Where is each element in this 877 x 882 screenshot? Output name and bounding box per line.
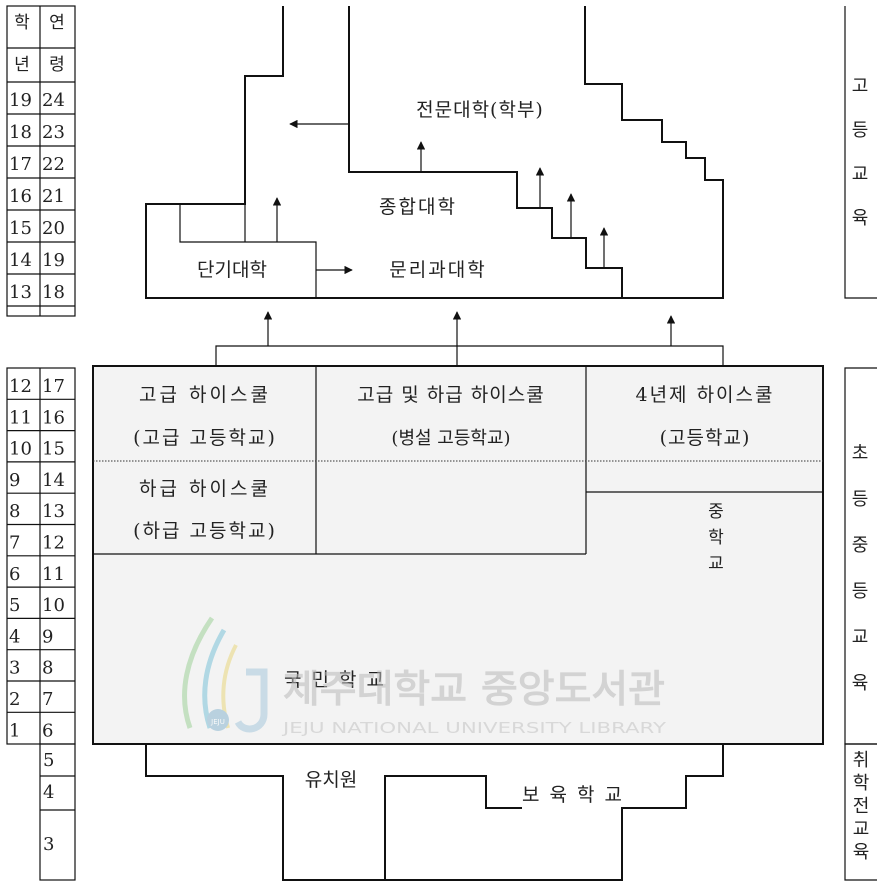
age-cell: 9 xyxy=(42,626,53,647)
age-cell: 14 xyxy=(42,470,65,491)
senior-high-label: 고급 하이스쿨 xyxy=(139,384,271,406)
level-char: 등 xyxy=(852,581,869,602)
library-watermark: JEJU 제주대학교 중앙도서관 JEJU NATIONAL UNIVERSIT… xyxy=(182,616,668,737)
preschool-age-3: 3 xyxy=(43,834,54,855)
age-cell: 17 xyxy=(42,376,65,397)
grade-cell: 7 xyxy=(9,533,20,554)
grade-cell: 10 xyxy=(9,439,32,460)
level-char: 전 xyxy=(853,796,870,817)
grade-cell: 18 xyxy=(9,122,32,143)
age-cell: 13 xyxy=(42,501,65,522)
library-logo-text: JEJU xyxy=(210,718,225,726)
nursery-school-label: 보 육 학 교 xyxy=(522,784,624,806)
level-char: 등 xyxy=(852,489,869,510)
grade-cell: 3 xyxy=(9,658,20,679)
watermark-subtitle: JEJU NATIONAL UNIVERSITY LIBRARY xyxy=(282,719,668,737)
age-cell: 6 xyxy=(42,720,53,741)
grade-cell: 19 xyxy=(9,90,32,111)
level-char: 중 xyxy=(852,535,869,556)
higher-education-block: 전문대학(학부) 종합대학 단기대학 문리과대학 xyxy=(145,6,724,299)
level-char: 교 xyxy=(852,627,869,648)
age-cell: 24 xyxy=(42,90,65,111)
junior-high-label: 하급 하이스쿨 xyxy=(139,478,271,500)
four-year-high-label: 4년제 하이스쿨 xyxy=(635,384,774,406)
age-cell: 12 xyxy=(42,533,65,554)
age-header-age-2: 령 xyxy=(49,55,65,75)
age-cell: 8 xyxy=(42,658,53,679)
connector-arrows xyxy=(215,311,724,366)
grade-cell: 13 xyxy=(9,282,32,303)
age-header-grade-1: 학 xyxy=(14,13,30,33)
grade-cell: 5 xyxy=(9,595,20,616)
grade-cell: 8 xyxy=(9,501,20,522)
middle-school-label: 중학교 xyxy=(708,502,724,574)
level-char: 육 xyxy=(852,208,869,229)
senior-high-sublabel: (고급 고등학교) xyxy=(133,427,277,449)
grade-cell: 12 xyxy=(9,376,32,397)
level-char: 교 xyxy=(852,164,869,185)
secondary-education-block: 고급 하이스쿨 (고급 고등학교) 고급 및 하급 하이스쿨 (병설 고등학교)… xyxy=(92,365,824,745)
level-char: 중 xyxy=(708,502,724,522)
grade-cell: 9 xyxy=(9,470,20,491)
grade-cell: 6 xyxy=(9,564,20,585)
four-year-high-sublabel: (고등학교) xyxy=(660,427,751,449)
preschool-age-4: 4 xyxy=(43,782,54,803)
higher-ed-rows: 19 24 18 23 17 22 16 21 15 20 14 19 13 18 xyxy=(9,90,65,303)
level-char: 초 xyxy=(852,443,869,464)
level-char: 교 xyxy=(708,554,724,574)
level-char: 교 xyxy=(853,819,870,840)
junior-college-label: 단기대학 xyxy=(197,259,267,281)
grade-cell: 14 xyxy=(9,250,32,271)
age-header-grade-2: 년 xyxy=(14,55,30,75)
age-cell: 11 xyxy=(42,564,65,585)
level-char: 육 xyxy=(852,673,869,694)
age-cell: 22 xyxy=(42,154,65,175)
age-cell: 7 xyxy=(42,689,53,710)
elementary-school-label: 국 민 학 교 xyxy=(284,669,386,691)
grade-cell: 1 xyxy=(9,720,20,741)
age-cell: 21 xyxy=(42,186,65,207)
grade-cell: 2 xyxy=(9,689,20,710)
age-cell: 10 xyxy=(42,595,65,616)
watermark-title: 제주대학교 중앙도서관 xyxy=(283,667,665,711)
age-cell: 23 xyxy=(42,122,65,143)
professional-school-label: 전문대학(학부) xyxy=(416,99,544,121)
preschool-block: 유치원 보 육 학 교 xyxy=(145,744,724,881)
level-char: 취 xyxy=(853,750,870,771)
university-label: 종합대학 xyxy=(379,196,457,218)
preschool-age-5: 5 xyxy=(43,750,54,771)
kindergarten-label: 유치원 xyxy=(305,769,357,791)
library-logo: JEJU xyxy=(182,616,268,733)
level-char: 학 xyxy=(853,773,870,794)
combined-high-label: 고급 및 하급 하이스쿨 xyxy=(357,384,544,406)
grade-cell: 4 xyxy=(9,626,20,647)
junior-high-sublabel: (하급 고등학교) xyxy=(133,520,277,542)
age-cell: 20 xyxy=(42,218,65,239)
grade-cell: 15 xyxy=(9,218,32,239)
combined-high-sublabel: (병설 고등학교) xyxy=(391,428,510,449)
level-char: 등 xyxy=(852,120,869,141)
grade-cell: 11 xyxy=(9,407,32,428)
age-cell: 19 xyxy=(42,250,65,271)
level-char: 고 xyxy=(852,76,869,97)
liberal-arts-college-label: 문리과대학 xyxy=(389,259,486,281)
age-cell: 16 xyxy=(42,407,65,428)
level-char: 학 xyxy=(708,528,724,548)
level-char: 육 xyxy=(853,842,870,863)
age-cell: 15 xyxy=(42,439,65,460)
age-cell: 18 xyxy=(42,282,65,303)
age-header-age-1: 연 xyxy=(49,13,65,33)
grade-cell: 17 xyxy=(9,154,32,175)
grade-cell: 16 xyxy=(9,186,32,207)
